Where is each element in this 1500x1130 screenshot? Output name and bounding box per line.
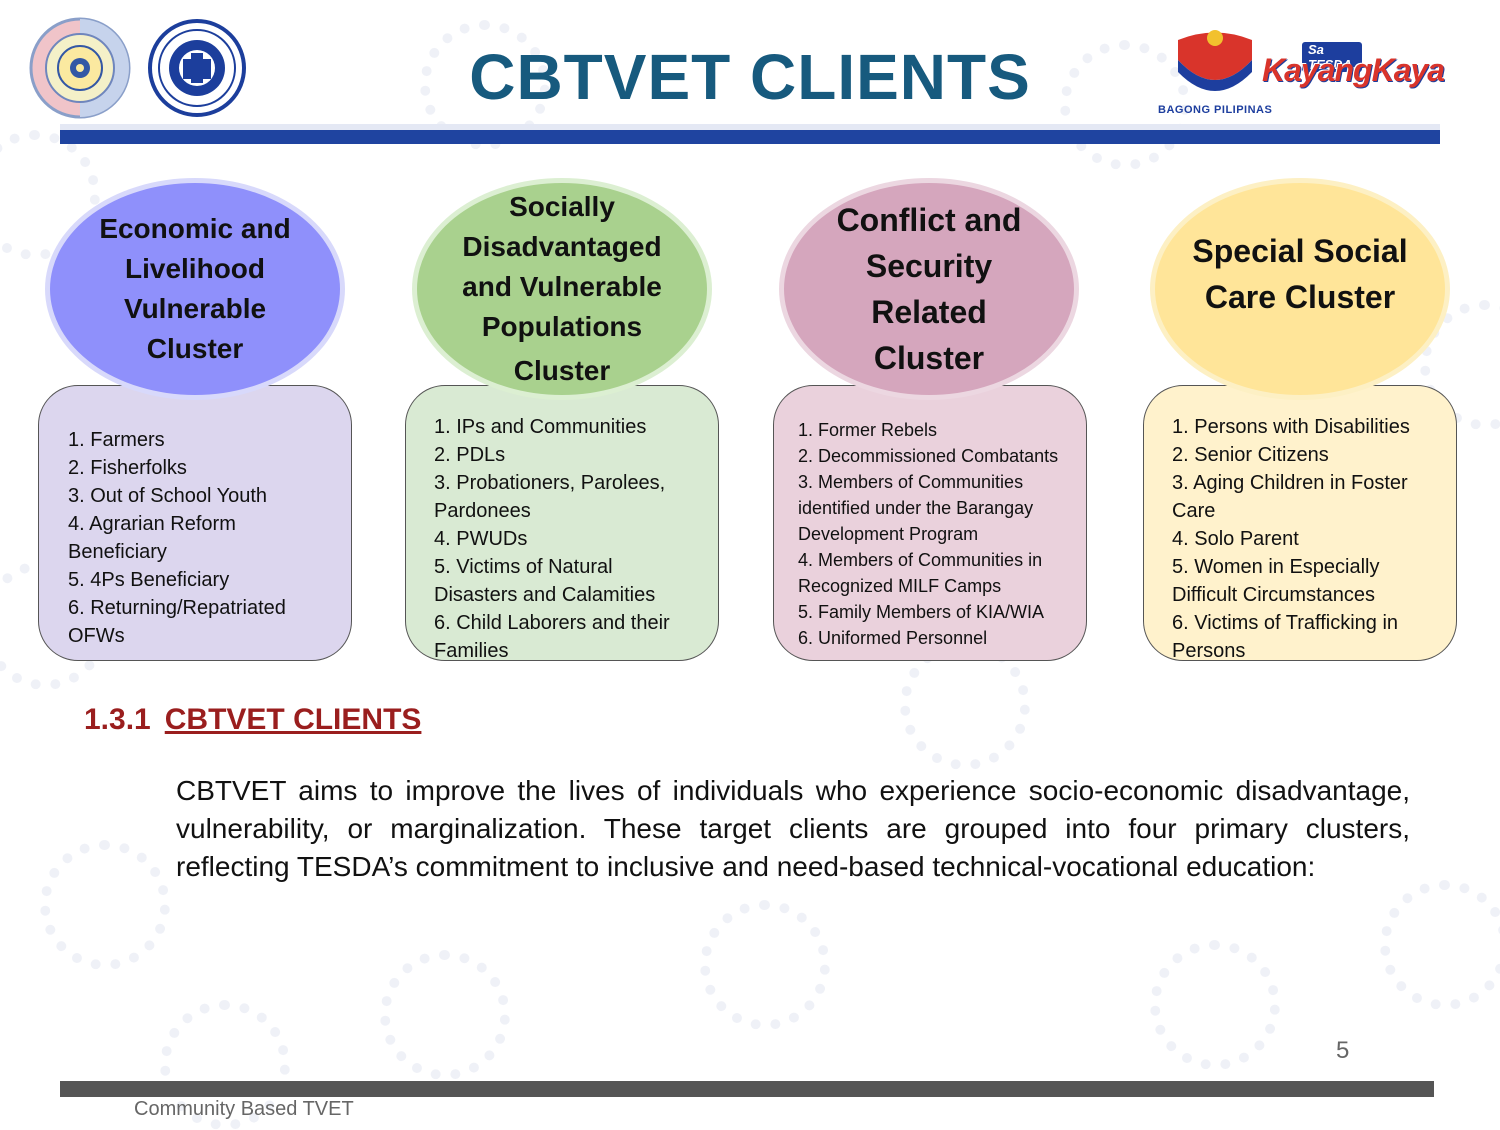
- page-title: CBTVET CLIENTS: [469, 41, 1031, 113]
- cluster-title-line: Conflict and: [836, 202, 1022, 238]
- footer-rule: [60, 1081, 1434, 1097]
- cluster-social-oval: Socially Disadvantaged and Vulnerable Po…: [412, 178, 712, 400]
- list-item: 6. Returning/Repatriated: [68, 597, 286, 619]
- bagong-pilipinas-logo: [1170, 20, 1260, 107]
- cluster-title-line: Vulnerable: [123, 293, 267, 324]
- cluster-title-line: Livelihood: [125, 253, 265, 284]
- cluster-title-line: Cluster: [873, 340, 985, 376]
- header-rule-shadow: [60, 124, 1440, 130]
- cluster-conflict-oval: Conflict and Security Related Cluster: [779, 178, 1079, 400]
- list-item: 1. Persons with Disabilities: [1172, 416, 1410, 438]
- list-item: Development Program: [798, 524, 979, 544]
- list-item: Disasters and Calamities: [434, 584, 656, 606]
- list-item: Families: [434, 640, 509, 662]
- section-heading: 1.3.1 CBTVET CLIENTS: [84, 703, 421, 737]
- tesda-seal-logo: [147, 19, 247, 122]
- page-number: 5: [1336, 1037, 1350, 1064]
- list-item: 1. Farmers: [68, 429, 165, 451]
- cluster-title-line: Cluster: [513, 355, 611, 386]
- list-item: Recognized MILF Camps: [798, 576, 1002, 596]
- list-item: 5. Women in Especially: [1172, 556, 1380, 578]
- list-item: 4. Solo Parent: [1172, 528, 1299, 550]
- list-item: 4. Agrarian Reform: [68, 513, 236, 535]
- list-item: 4. Members of Communities in: [798, 550, 1043, 570]
- cluster-social-list: 1. IPs and Communities 2. PDLs 3. Probat…: [434, 413, 718, 665]
- list-item: Difficult Circumstances: [1172, 584, 1376, 606]
- list-item: 5. Victims of Natural: [434, 556, 613, 578]
- list-item: 2. PDLs: [434, 444, 506, 466]
- cluster-special-oval: Special Social Care Cluster: [1150, 178, 1450, 400]
- cluster-title-line: Special Social: [1192, 233, 1408, 269]
- tagline-main: KayangKaya: [1262, 52, 1445, 88]
- cluster-title-line: Economic and: [99, 213, 291, 244]
- list-item: 4. PWUDs: [434, 528, 528, 550]
- cbtvet-seal-logo: [28, 17, 132, 124]
- list-item: 3. Out of School Youth: [68, 485, 268, 507]
- list-item: 2. Decommissioned Combatants: [798, 446, 1059, 466]
- cluster-title-line: Cluster: [146, 333, 244, 364]
- cluster-conflict-box: 1. Former Rebels 2. Decommissioned Comba…: [773, 385, 1087, 661]
- cluster-title-line: Socially: [509, 191, 615, 222]
- list-item: Pardonees: [434, 500, 531, 522]
- cluster-conflict-list: 1. Former Rebels 2. Decommissioned Comba…: [798, 417, 1086, 651]
- footer-label: Community Based TVET: [134, 1098, 354, 1120]
- list-item: 5. 4Ps Beneficiary: [68, 569, 230, 591]
- cluster-economic-list: 1. Farmers 2. Fisherfolks 3. Out of Scho…: [68, 426, 351, 650]
- list-item: 1. IPs and Communities: [434, 416, 647, 438]
- cluster-economic-box: 1. Farmers 2. Fisherfolks 3. Out of Scho…: [38, 385, 352, 661]
- bagong-pilipinas-text: BAGONG PILIPINAS: [1158, 104, 1273, 116]
- list-item: 5. Family Members of KIA/WIA: [798, 602, 1045, 622]
- list-item: 2. Fisherfolks: [68, 457, 187, 479]
- cluster-title-line: Security: [865, 248, 993, 284]
- list-item: 2. Senior Citizens: [1172, 444, 1329, 466]
- cluster-social-box: 1. IPs and Communities 2. PDLs 3. Probat…: [405, 385, 719, 662]
- list-item: OFWs: [68, 625, 125, 647]
- cluster-special-box: 1. Persons with Disabilities 2. Senior C…: [1143, 385, 1457, 662]
- list-item: Persons: [1172, 640, 1246, 662]
- list-item: 1. Former Rebels: [798, 420, 938, 440]
- cluster-title-line: Related: [871, 294, 987, 330]
- list-item: identified under the Barangay: [798, 498, 1034, 518]
- list-item: 6. Victims of Trafficking in: [1172, 612, 1399, 634]
- section-number: 1.3.1: [84, 703, 151, 736]
- cluster-title-line: and Vulnerable: [462, 271, 662, 302]
- section-title: CBTVET CLIENTS: [164, 703, 422, 736]
- list-item: 6. Child Laborers and their: [434, 612, 670, 634]
- cluster-title-line: Care Cluster: [1204, 279, 1396, 315]
- cluster-economic-oval: Economic and Livelihood Vulnerable Clust…: [45, 178, 345, 400]
- cluster-title-line: Disadvantaged: [462, 231, 662, 262]
- cluster-special-list: 1. Persons with Disabilities 2. Senior C…: [1172, 413, 1456, 665]
- list-item: 6. Uniformed Personnel: [798, 628, 988, 648]
- list-item: 3. Probationers, Parolees,: [434, 472, 666, 494]
- list-item: Beneficiary: [68, 541, 167, 563]
- header-rule: [60, 130, 1440, 144]
- list-item: 3. Members of Communities: [798, 472, 1024, 492]
- tagline-top: Sa TESDA,: [1302, 42, 1362, 72]
- body-paragraph: CBTVET aims to improve the lives of indi…: [176, 775, 1410, 882]
- list-item: 3. Aging Children in Foster: [1172, 472, 1408, 494]
- cluster-title-line: Populations: [481, 311, 643, 342]
- list-item: Care: [1172, 500, 1216, 522]
